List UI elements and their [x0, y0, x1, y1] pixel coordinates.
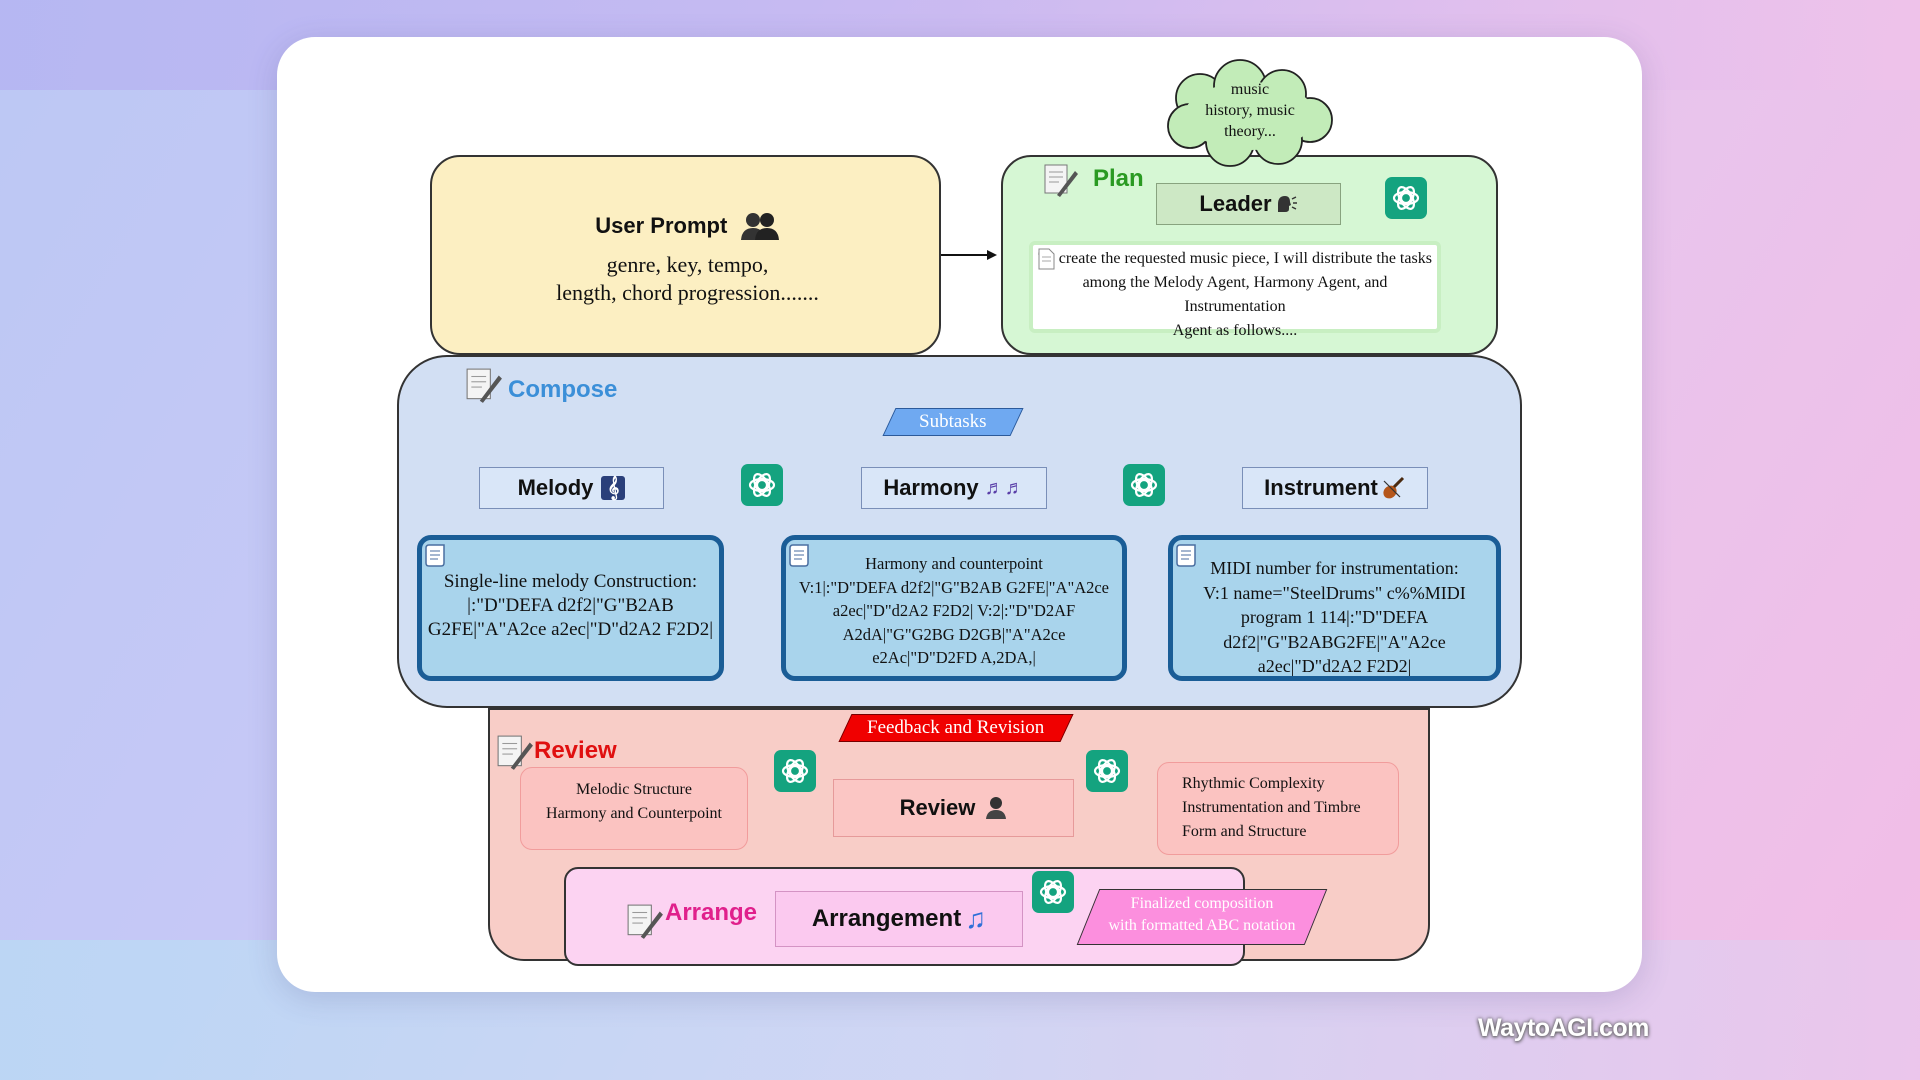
review-right-criteria-box: Rhythmic Complexity Instrumentation and … — [1157, 762, 1399, 855]
subtasks-label: Subtasks — [919, 411, 987, 432]
harmony-output-line-3: a2ec|"D"d2A2 F2D2| V:2|:"D"D2AF — [832, 601, 1076, 620]
music-note-icon: ♫ — [965, 903, 987, 934]
compose-gpt-icon-left — [741, 464, 783, 506]
plan-output-box: To create the requested music piece, I w… — [1029, 241, 1441, 339]
review-label: Review — [534, 737, 617, 764]
harmony-output-box: Harmony and counterpoint V:1|:"D"DEFA d2… — [781, 535, 1127, 681]
review-document-icon — [497, 735, 533, 770]
leader-agent-label: Leader — [1199, 191, 1272, 216]
arrangement-agent-label: Arrangement — [811, 905, 962, 932]
plan-output-doc-icon — [1038, 248, 1055, 270]
compose-label: Compose — [508, 376, 618, 403]
plan-output-line-1: To create the requested music piece, I w… — [1038, 250, 1432, 267]
plan-section: Plan Leader To create the requested musi… — [1001, 155, 1498, 355]
plan-label: Plan — [1093, 165, 1144, 192]
thought-line-1: music — [1230, 81, 1270, 98]
instrument-output-line-1: MIDI number for instrumentation: — [1210, 558, 1459, 578]
melody-output-line-3: G2FE|"A"A2ce a2ec|"D"d2A2 F2D2| — [427, 619, 714, 640]
harmony-agent-box[interactable]: Harmony ♬♬ — [861, 467, 1047, 509]
review-left-criteria-box: Melodic Structure Harmony and Counterpoi… — [520, 767, 748, 850]
feedback-label: Feedback and Revision — [867, 717, 1045, 738]
treble-clef-icon: 𝄞 — [601, 476, 626, 500]
arrange-gpt-icon — [1032, 871, 1074, 913]
review-left-criteria-2: Harmony and Counterpoint — [546, 805, 722, 822]
instrument-output-line-4: d2f2|"G"B2ABG2FE|"A"A2ce — [1223, 631, 1446, 652]
thought-line-2: history, music — [1205, 102, 1295, 119]
melody-agent-box[interactable]: Melody 𝄞 — [479, 467, 664, 509]
diagram-card: User Prompt genre, key, tempo, length, c… — [277, 37, 1642, 992]
music-notes-icon: ♬♬ — [984, 476, 1025, 499]
reviewer-person-icon — [986, 797, 1007, 819]
users-icon — [740, 212, 779, 240]
melody-agent-label: Melody — [517, 475, 594, 500]
harmony-scroll-icon — [789, 544, 809, 567]
user-prompt-box: User Prompt genre, key, tempo, length, c… — [430, 155, 941, 355]
review-gpt-icon-left — [774, 750, 816, 792]
melody-scroll-icon — [425, 544, 445, 567]
review-agent-box[interactable]: Review — [833, 779, 1074, 837]
harmony-output-line-5: e2Ac|"D"D2FD A,2DA,| — [872, 648, 1036, 667]
user-prompt-line-1: genre, key, tempo, — [606, 252, 769, 277]
review-agent-label: Review — [899, 795, 976, 820]
instrument-agent-box[interactable]: Instrument — [1242, 467, 1428, 509]
review-gpt-icon-right — [1086, 750, 1128, 792]
instrument-output-box: MIDI number for instrumentation: V:1 nam… — [1168, 535, 1501, 681]
instrument-output-line-2: V:1 name="SteelDrums" c%%MIDI — [1203, 582, 1466, 603]
subtasks-parallelogram: Subtasks — [882, 408, 1024, 436]
plan-gpt-icon — [1385, 177, 1427, 219]
review-left-criteria-1: Melodic Structure — [576, 781, 692, 798]
arrange-document-icon — [627, 904, 663, 939]
speaking-head-icon — [1277, 196, 1297, 212]
harmony-output-line-2: V:1|:"D"DEFA d2f2|"G"B2AB G2FE|"A"A2ce — [798, 577, 1110, 597]
instrument-output-line-5: a2ec|"D"d2A2 F2D2| — [1257, 656, 1412, 676]
violin-icon — [1383, 476, 1404, 499]
thought-cloud — [1167, 59, 1333, 167]
arrangement-agent-box[interactable]: Arrangement ♫ — [775, 891, 1023, 947]
harmony-output-line-1: Harmony and counterpoint — [865, 554, 1043, 573]
user-prompt-title: User Prompt — [595, 213, 728, 238]
feedback-parallelogram: Feedback and Revision — [838, 714, 1074, 742]
thought-cloud-text: music history, music theory... — [1180, 79, 1320, 142]
compose-gpt-icon-right — [1123, 464, 1165, 506]
instrument-agent-label: Instrument — [1264, 475, 1378, 500]
user-prompt-line-2: length, chord progression....... — [556, 280, 819, 305]
review-right-criteria-3: Form and Structure — [1182, 823, 1307, 840]
melody-output-line-2: |:"D"DEFA d2f2|"G"B2AB — [467, 595, 674, 616]
watermark: WaytoAGI.com — [1478, 1014, 1649, 1042]
plan-output-line-2: among the Melody Agent, Harmony Agent, a… — [1082, 274, 1388, 315]
final-output-line-2: with formatted ABC notation — [1108, 917, 1296, 934]
final-output-line-1: Finalized composition — [1130, 895, 1274, 912]
thought-line-3: theory... — [1224, 123, 1276, 140]
review-right-criteria-1: Rhythmic Complexity — [1182, 775, 1325, 792]
compose-document-icon — [466, 368, 502, 403]
melody-output-box: Single-line melody Construction: |:"D"DE… — [417, 535, 724, 681]
instrument-scroll-icon — [1176, 544, 1196, 567]
instrument-output-line-3: program 1 114|:"D"DEFA — [1240, 607, 1429, 627]
review-right-criteria-2: Instrumentation and Timbre — [1182, 799, 1361, 816]
leader-agent-box[interactable]: Leader — [1156, 183, 1341, 225]
melody-output-line-1: Single-line melody Construction: — [443, 571, 698, 592]
final-output-text: Finalized composition with formatted ABC… — [1088, 893, 1316, 937]
plan-document-icon — [1044, 164, 1078, 197]
arrange-label: Arrange — [665, 899, 758, 926]
plan-output-line-3: Agent as follows.... — [1172, 322, 1298, 339]
harmony-output-line-4: A2dA|"G"G2BG D2GB|"A"A2ce — [842, 624, 1066, 644]
harmony-agent-label: Harmony — [883, 475, 979, 500]
